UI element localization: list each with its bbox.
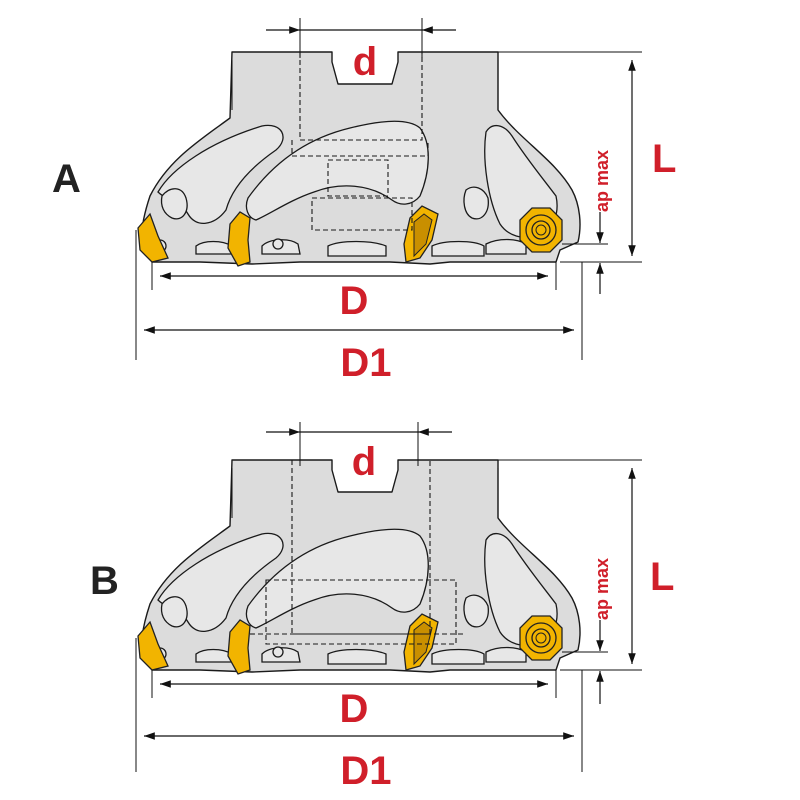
dim-D-label-a: D bbox=[340, 279, 369, 323]
dim-l-label-a: L bbox=[652, 137, 676, 181]
hidden-lines-b bbox=[250, 460, 466, 645]
dim-d-label-a: d bbox=[353, 40, 377, 84]
dim-ap-a: ap max bbox=[562, 150, 612, 294]
dim-l-a: L bbox=[498, 51, 676, 263]
hidden-lines-a bbox=[291, 52, 429, 231]
dim-l-label-b: L bbox=[650, 555, 674, 599]
dim-ap-label-a: ap max bbox=[592, 150, 612, 212]
dim-ap-b: ap max bbox=[562, 558, 612, 704]
dim-D1-a: D1 bbox=[135, 230, 583, 385]
dim-D1-b: D1 bbox=[135, 638, 583, 793]
dim-D-b: D bbox=[151, 670, 557, 731]
view-label-b: B bbox=[90, 559, 119, 603]
view-label-a: A bbox=[52, 157, 81, 201]
view-b: d L ap max D D1 B bbox=[90, 422, 674, 793]
dim-d-a: d bbox=[266, 18, 456, 84]
dim-D-a: D bbox=[151, 262, 557, 323]
dim-D1-label-a: D1 bbox=[340, 341, 391, 385]
dim-D-label-b: D bbox=[340, 687, 369, 731]
view-a: d L ap max D D1 A bbox=[52, 18, 676, 385]
dim-ap-label-b: ap max bbox=[592, 558, 612, 620]
cutter-body-a bbox=[137, 51, 581, 267]
dim-d-label-b: d bbox=[352, 440, 376, 484]
dim-d-b: d bbox=[266, 422, 452, 484]
dim-D1-label-b: D1 bbox=[340, 749, 391, 793]
cutter-body-b bbox=[137, 459, 581, 675]
dim-l-b: L bbox=[498, 459, 674, 671]
